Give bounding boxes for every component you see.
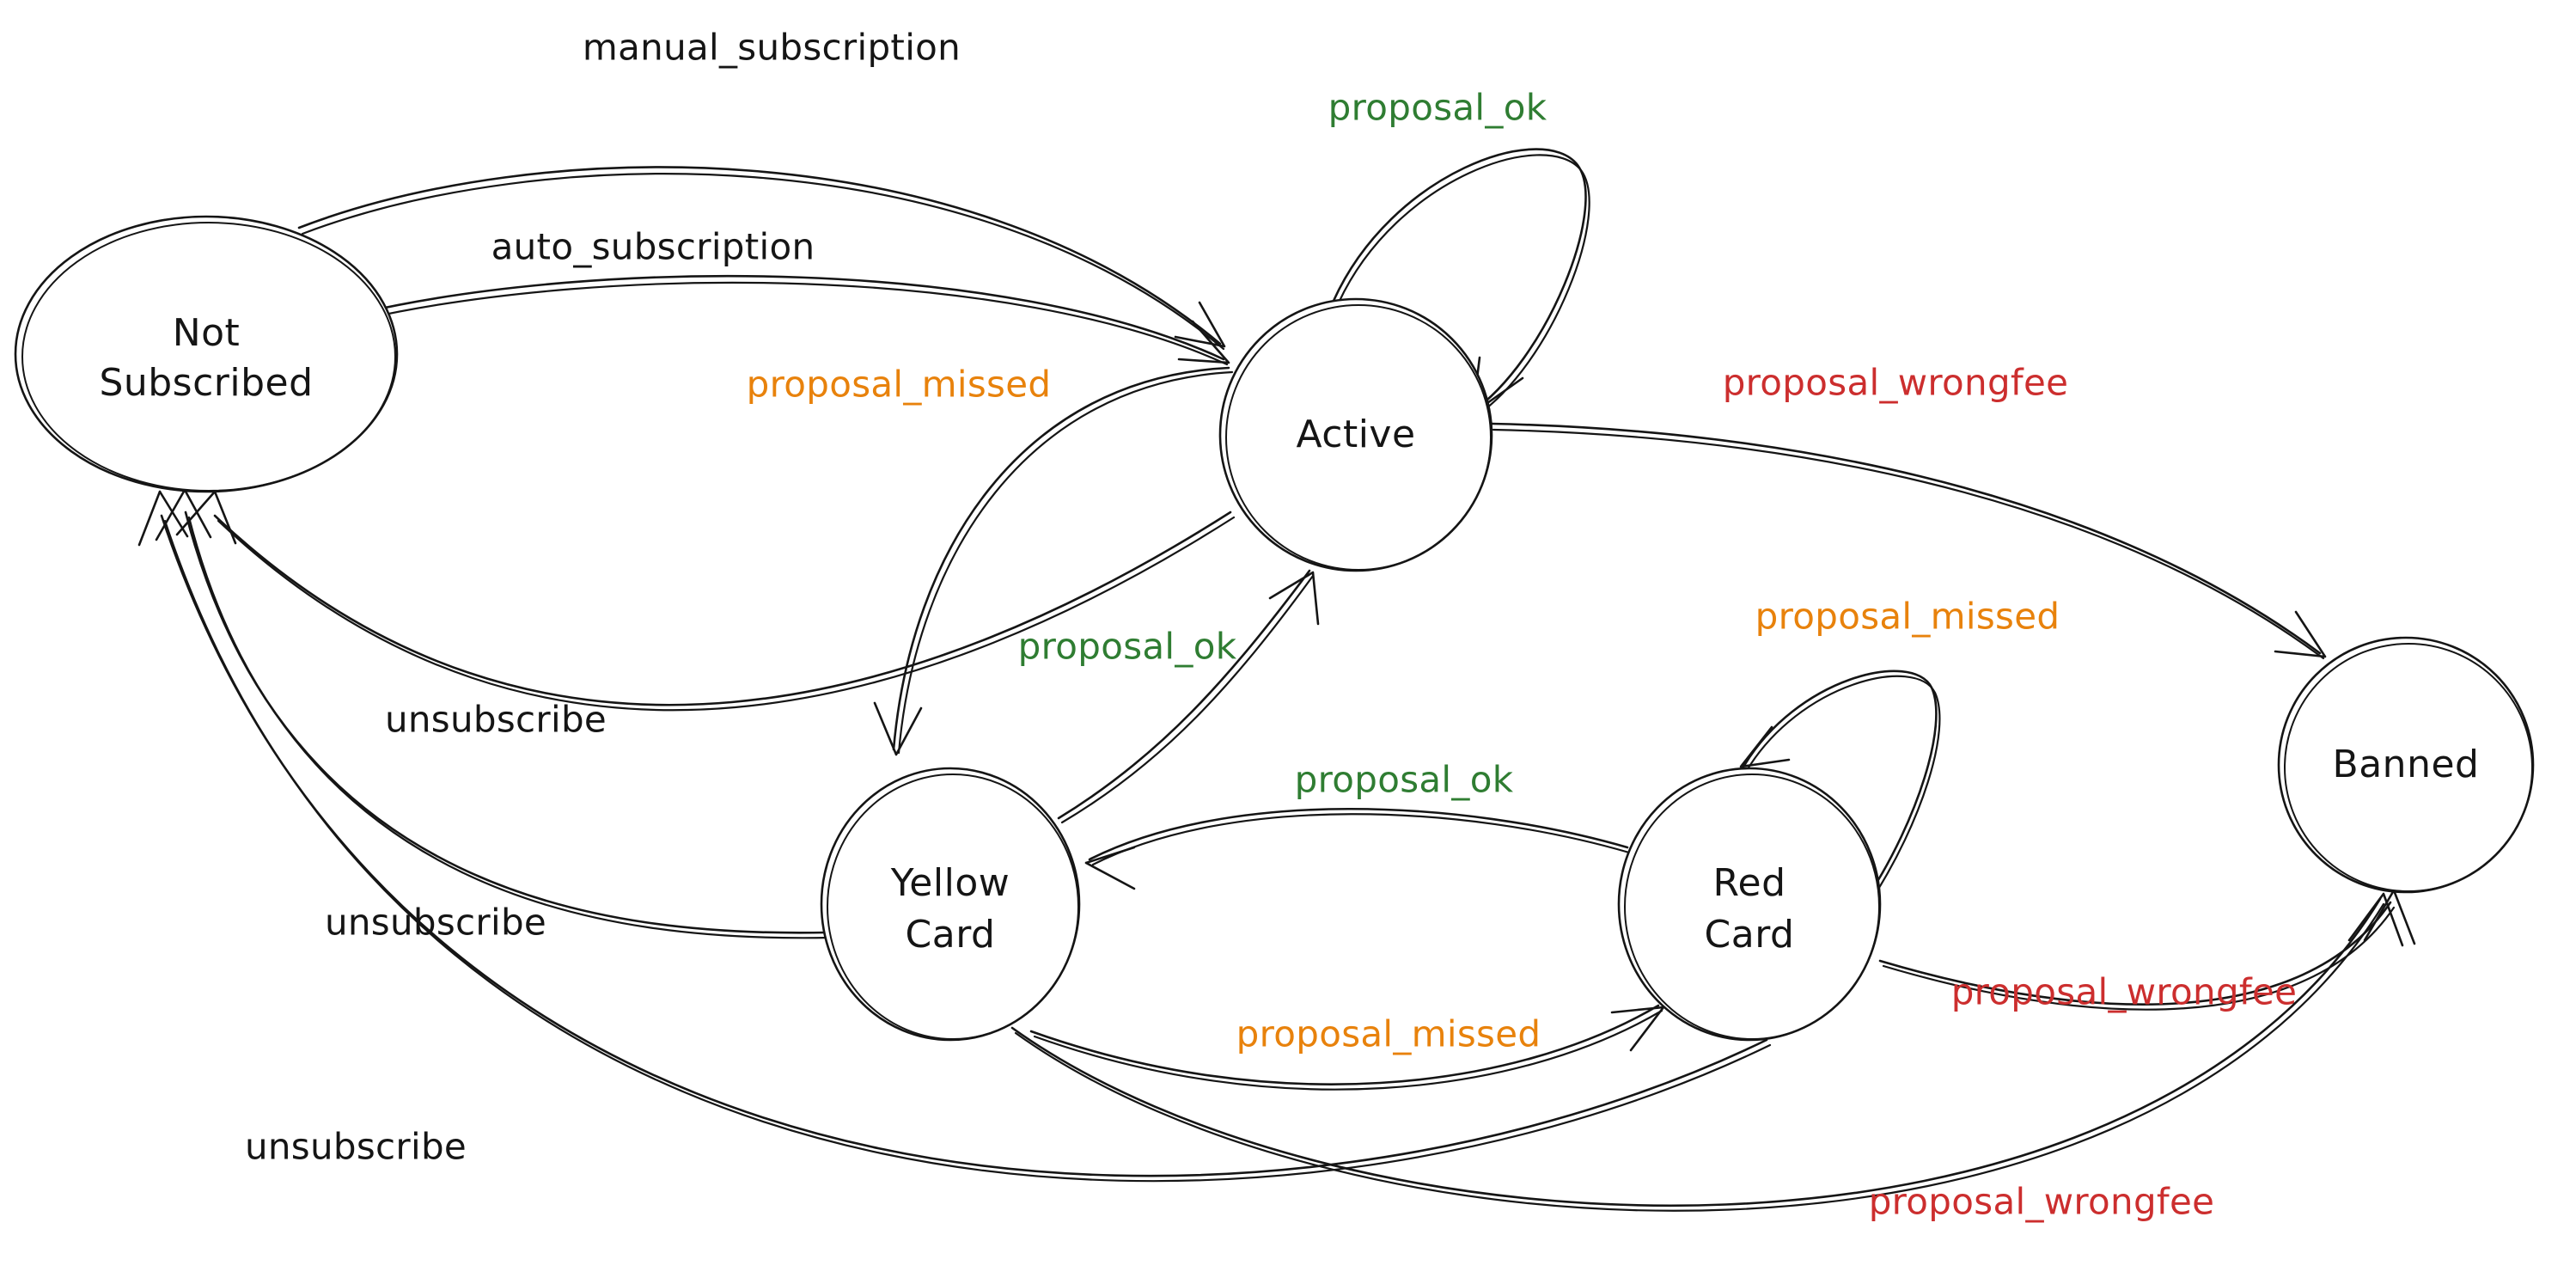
edge-label-manual-subscription: manual_subscription bbox=[583, 27, 961, 69]
edge-path-active-unsubscribe-sketch bbox=[217, 516, 1236, 712]
edge-path-active-proposal-wrongfee-sketch bbox=[1492, 428, 2325, 660]
edge-path-active-proposal-wrongfee bbox=[1490, 422, 2322, 655]
arrowhead-yellow-proposal-wrongfee bbox=[2347, 892, 2404, 947]
transition-active-unsubscribe[interactable]: unsubscribe bbox=[175, 490, 1236, 741]
edge-path-active-proposal-missed bbox=[892, 366, 1230, 751]
arrowhead-active-unsubscribe bbox=[175, 490, 237, 545]
arrowhead-auto-subscription bbox=[1177, 320, 1230, 364]
arrowhead-yellow-proposal-ok bbox=[1268, 571, 1320, 626]
arrowhead-yellow-proposal-missed bbox=[1610, 1006, 1665, 1052]
arrowhead-red-proposal-ok bbox=[1084, 846, 1136, 890]
edge-path-yellow-proposal-missed bbox=[1029, 1004, 1660, 1085]
edge-label-red-proposal-missed: proposal_missed bbox=[1755, 596, 2060, 638]
arrowhead-red-proposal-missed bbox=[1739, 725, 1791, 768]
state-label-banned: Banned bbox=[2333, 743, 2480, 786]
state-shape-not-subscribed bbox=[14, 215, 399, 493]
state-node-red-card[interactable]: Red Card bbox=[1617, 767, 1882, 1042]
state-node-banned[interactable]: Banned bbox=[2277, 636, 2535, 894]
transition-red-unsubscribe[interactable]: unsubscribe bbox=[137, 490, 1772, 1183]
state-shape-banned-sketch bbox=[2284, 643, 2533, 892]
state-shape-not-subscribed-sketch bbox=[21, 222, 396, 492]
state-node-not-subscribed[interactable]: Not Subscribed bbox=[14, 215, 399, 493]
state-shape-red-card bbox=[1617, 767, 1882, 1042]
edge-label-red-proposal-wrongfee: proposal_wrongfee bbox=[1951, 971, 2298, 1013]
edge-path-yellow-proposal-wrongfee bbox=[1010, 897, 2382, 1208]
edge-path-red-proposal-ok bbox=[1088, 807, 1629, 861]
arrowhead-manual-subscription bbox=[1174, 301, 1226, 348]
transition-active-proposal-missed[interactable]: proposal_missed bbox=[747, 364, 1234, 756]
transition-active-proposal-ok[interactable]: proposal_ok bbox=[1328, 87, 1590, 418]
edge-path-auto-subscription-sketch bbox=[363, 281, 1229, 366]
state-label-yellow-card-line1: Yellow bbox=[890, 861, 1010, 905]
edge-path-red-proposal-missed-sketch bbox=[1744, 675, 1941, 899]
state-shape-active-sketch bbox=[1225, 304, 1492, 571]
transition-manual-subscription[interactable]: manual_subscription bbox=[297, 27, 1226, 351]
edge-path-auto-subscription bbox=[359, 274, 1225, 361]
edge-path-active-proposal-missed-sketch bbox=[897, 370, 1234, 755]
edge-label-red-proposal-ok: proposal_ok bbox=[1295, 759, 1514, 801]
edge-path-yellow-unsubscribe-sketch bbox=[187, 516, 832, 939]
edge-path-red-proposal-ok-sketch bbox=[1091, 813, 1631, 866]
state-label-red-card-line1: Red bbox=[1712, 861, 1785, 905]
arrowhead-active-proposal-missed bbox=[873, 701, 923, 756]
arrowhead-red-unsubscribe bbox=[137, 490, 189, 547]
arrowhead-yellow-unsubscribe bbox=[155, 488, 212, 541]
state-label-yellow-card-line2: Card bbox=[906, 913, 996, 957]
state-node-yellow-card[interactable]: Yellow Card bbox=[820, 767, 1081, 1042]
edge-label-yellow-proposal-missed: proposal_missed bbox=[1236, 1013, 1541, 1055]
edge-label-auto-subscription: auto_subscription bbox=[491, 226, 815, 268]
arrowhead-active-proposal-wrongfee bbox=[2274, 610, 2327, 658]
edge-path-active-unsubscribe bbox=[213, 511, 1232, 706]
edge-path-active-proposal-ok bbox=[1332, 148, 1587, 414]
state-node-active[interactable]: Active bbox=[1218, 297, 1493, 572]
state-shape-yellow-card-sketch bbox=[827, 773, 1079, 1040]
transition-red-proposal-wrongfee[interactable]: proposal_wrongfee bbox=[1878, 889, 2416, 1013]
edge-path-active-proposal-ok-sketch bbox=[1337, 154, 1590, 418]
transition-active-proposal-wrongfee[interactable]: proposal_wrongfee bbox=[1490, 362, 2327, 660]
transition-red-proposal-ok[interactable]: proposal_ok bbox=[1084, 759, 1631, 890]
transition-yellow-proposal-wrongfee[interactable]: proposal_wrongfee bbox=[1010, 892, 2404, 1223]
state-shape-active bbox=[1218, 297, 1493, 572]
state-label-active: Active bbox=[1296, 413, 1415, 456]
edge-label-yellow-proposal-ok: proposal_ok bbox=[1018, 626, 1237, 668]
state-label-red-card-line2: Card bbox=[1705, 913, 1795, 957]
edge-path-red-unsubscribe-sketch bbox=[163, 519, 1772, 1183]
edge-path-yellow-proposal-missed-sketch bbox=[1033, 1009, 1663, 1091]
edge-path-yellow-proposal-ok bbox=[1057, 569, 1311, 820]
arrowhead-red-proposal-wrongfee bbox=[2363, 889, 2416, 945]
transition-auto-subscription[interactable]: auto_subscription bbox=[359, 226, 1230, 366]
state-shape-red-card-sketch bbox=[1624, 773, 1880, 1040]
state-shape-banned bbox=[2277, 636, 2535, 894]
edge-path-yellow-proposal-wrongfee-sketch bbox=[1014, 902, 2385, 1212]
edge-label-active-proposal-missed: proposal_missed bbox=[747, 364, 1052, 406]
transition-yellow-proposal-ok[interactable]: proposal_ok bbox=[1018, 569, 1320, 824]
edge-path-yellow-proposal-ok-sketch bbox=[1060, 574, 1315, 824]
edge-label-yellow-proposal-wrongfee: proposal_wrongfee bbox=[1869, 1181, 2215, 1223]
edge-label-active-proposal-ok: proposal_ok bbox=[1328, 87, 1547, 129]
state-label-not-subscribed-line2: Subscribed bbox=[99, 361, 313, 405]
transition-yellow-proposal-missed[interactable]: proposal_missed bbox=[1029, 1004, 1665, 1091]
edge-label-active-unsubscribe: unsubscribe bbox=[385, 699, 607, 741]
edge-path-manual-subscription-sketch bbox=[301, 173, 1225, 351]
state-shape-yellow-card bbox=[820, 767, 1081, 1042]
state-label-not-subscribed-line1: Not bbox=[173, 311, 241, 355]
edge-label-red-unsubscribe: unsubscribe bbox=[245, 1126, 467, 1168]
edge-path-manual-subscription bbox=[297, 166, 1222, 345]
transition-red-proposal-missed[interactable]: proposal_missed bbox=[1739, 596, 2060, 899]
edge-label-active-proposal-wrongfee: proposal_wrongfee bbox=[1723, 362, 2069, 404]
